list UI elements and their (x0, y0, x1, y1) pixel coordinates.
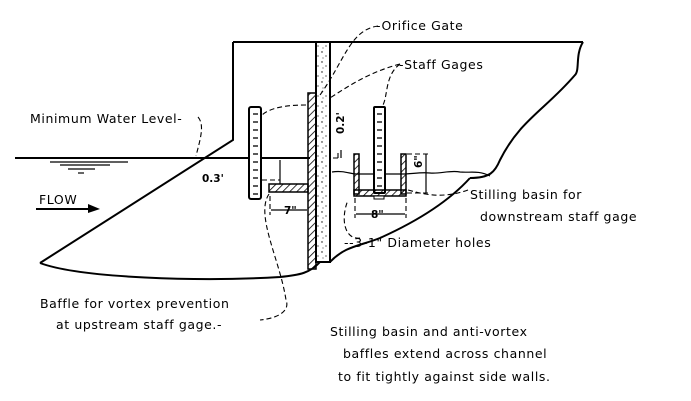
dim-baffle-width: 7" (284, 205, 297, 217)
flow-arrow (36, 204, 100, 213)
note-line3: to fit tightly against side walls. (338, 369, 551, 384)
dim-upstream-offset: 0.3' (202, 173, 224, 185)
downstream-staff-gage (373, 106, 386, 194)
stilling-basin-label-line2: downstream staff gage (480, 209, 637, 224)
dim-basin-wall-height: 6" (413, 155, 425, 168)
stilling-basin (353, 153, 407, 200)
dim-basin-width: 8" (371, 209, 384, 221)
stilling-basin-label-line1: Stilling basin for (470, 187, 582, 202)
upstream-staff-gage (248, 106, 262, 200)
water-surface (15, 157, 310, 174)
note-line1: Stilling basin and anti-vortex (330, 324, 528, 339)
orifice-gate-label: -Orifice Gate (376, 18, 463, 33)
dim-vertical-gate: 0.2' (335, 112, 347, 134)
staff-gages-label: -Staff Gages (399, 57, 483, 72)
channel-outline (39, 41, 584, 281)
minimum-water-level-label: Minimum Water Level- (30, 111, 182, 126)
upstream-baffle (268, 183, 309, 193)
baffle-label-line1: Baffle for vortex prevention (40, 296, 230, 311)
diameter-holes-label: --3-1" Diameter holes (344, 235, 491, 250)
orifice-gate-wall (307, 41, 331, 270)
note-line2: baffles extend across channel (343, 346, 547, 361)
baffle-label-line2: at upstream staff gage.- (56, 317, 222, 332)
leader-lines (195, 25, 469, 321)
flow-label: FLOW (39, 192, 77, 207)
dimension-lines (262, 150, 428, 218)
